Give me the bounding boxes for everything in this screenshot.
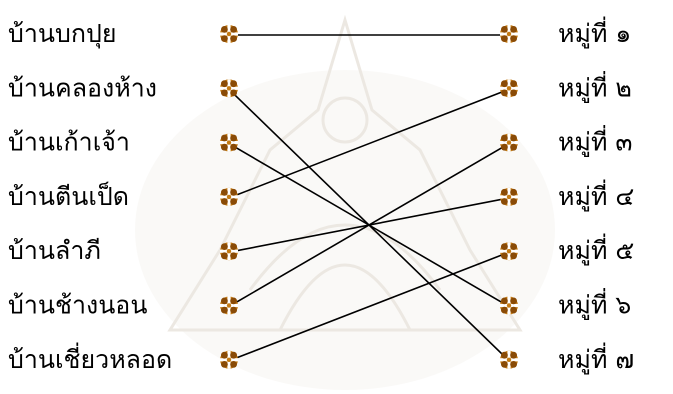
left-item-label: บ้านเก้าเจ้า xyxy=(8,128,130,157)
left-item-label: บ้านบกปุย xyxy=(8,19,117,49)
left-marker-icon xyxy=(220,188,238,206)
right-marker-icon xyxy=(500,242,518,260)
left-item-label: บ้านคลองห้าง xyxy=(8,73,157,102)
right-marker-icon xyxy=(500,79,518,97)
right-item-label: หมู่ที่ ๕ xyxy=(558,233,634,266)
left-marker-icon xyxy=(220,25,238,43)
right-marker-icon xyxy=(500,351,518,369)
right-item-label: หมู่ที่ ๑ xyxy=(558,16,631,49)
left-marker-icon xyxy=(220,297,238,315)
left-marker-icon xyxy=(220,134,238,152)
right-item-label: หมู่ที่ ๔ xyxy=(558,179,634,212)
left-marker-icon xyxy=(220,351,238,369)
left-item-label: บ้านลำภี xyxy=(8,236,101,265)
right-item-label: หมู่ที่ ๖ xyxy=(558,288,631,321)
left-item-label: บ้านเชี่ยวหลอด xyxy=(8,342,172,374)
right-item-label: หมู่ที่ ๒ xyxy=(558,70,632,103)
right-item-label: หมู่ที่ ๗ xyxy=(558,342,634,375)
right-marker-icon xyxy=(500,25,518,43)
right-item-label: หมู่ที่ ๓ xyxy=(558,125,632,158)
left-item-label: บ้านตีนเป็ด xyxy=(8,181,129,211)
emblem-watermark xyxy=(135,20,555,390)
left-item-label: บ้านช้างนอน xyxy=(8,291,147,320)
right-marker-icon xyxy=(500,297,518,315)
right-marker-icon xyxy=(500,188,518,206)
left-marker-icon xyxy=(220,79,238,97)
left-marker-icon xyxy=(220,242,238,260)
right-marker-icon xyxy=(500,134,518,152)
